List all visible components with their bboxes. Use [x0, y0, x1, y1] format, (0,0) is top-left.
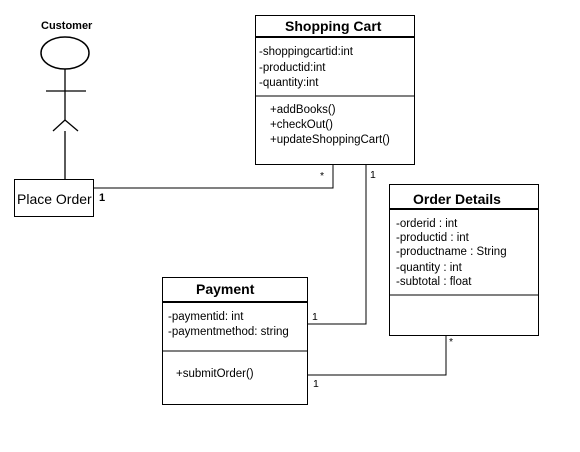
- attribute-name: -quantity: [396, 262, 441, 274]
- payment-class-box: [162, 277, 308, 405]
- place-order-box: [14, 179, 94, 217]
- multiplicity-cart-to-place-order: *: [320, 170, 325, 182]
- actor-head: [40, 36, 90, 70]
- order-details-attribute: -productname : String: [396, 246, 507, 259]
- actor-right-leg: [64, 119, 79, 132]
- payment-attribute: -paymentmethod: string: [168, 326, 289, 338]
- multiplicity-payment-to-order-details: 1: [313, 378, 319, 390]
- actor-label: Customer: [41, 20, 93, 32]
- attribute-type: : String: [470, 246, 507, 258]
- order-details-title: Order Details: [413, 191, 501, 207]
- attribute-name: -productname: [396, 246, 467, 258]
- payment-title: Payment: [196, 281, 255, 297]
- attribute-name: -productid: [396, 232, 448, 244]
- payment-attribute: -paymentid: int: [168, 311, 244, 323]
- place-order-label: Place Order: [17, 191, 92, 207]
- shopping-cart-class-box: [255, 15, 415, 165]
- order-details-class-box: [389, 184, 539, 336]
- shopping-cart-attribute: -productid:int: [259, 62, 326, 74]
- actor-left-leg: [52, 119, 66, 132]
- multiplicity-order-details-to-payment: *: [449, 336, 454, 348]
- multiplicity-payment-to-cart: 1: [312, 311, 318, 323]
- payment-method: +submitOrder(): [176, 368, 254, 380]
- shopping-cart-title: Shopping Cart: [285, 18, 382, 34]
- shopping-cart-method: +checkOut(): [270, 119, 333, 131]
- order-details-attribute: -subtotal : float: [396, 276, 472, 289]
- order-details-attribute: -productid : int: [396, 232, 469, 245]
- shopping-cart-attribute: -shoppingcartid:int: [259, 46, 353, 58]
- attribute-name: -subtotal: [396, 276, 441, 288]
- assoc-place-order-cart: [94, 165, 334, 189]
- multiplicity-cart-to-payment: 1: [370, 169, 376, 181]
- assoc-payment-order-details: [308, 336, 447, 376]
- attribute-name: -orderid: [396, 218, 436, 230]
- attribute-type: : int: [450, 232, 469, 244]
- shopping-cart-attribute: -quantity:int: [259, 77, 319, 89]
- shopping-cart-method: +addBooks(): [270, 104, 336, 116]
- place-order-multiplicity: 1: [99, 192, 106, 204]
- order-details-attribute: -orderid : int: [396, 218, 458, 231]
- attribute-type: : int: [438, 218, 458, 230]
- assoc-cart-payment: [308, 165, 367, 325]
- attribute-type: : float: [443, 276, 472, 288]
- shopping-cart-method: +updateShoppingCart(): [270, 134, 390, 146]
- order-details-attribute: -quantity : int: [396, 262, 462, 275]
- attribute-type: : int: [443, 262, 462, 274]
